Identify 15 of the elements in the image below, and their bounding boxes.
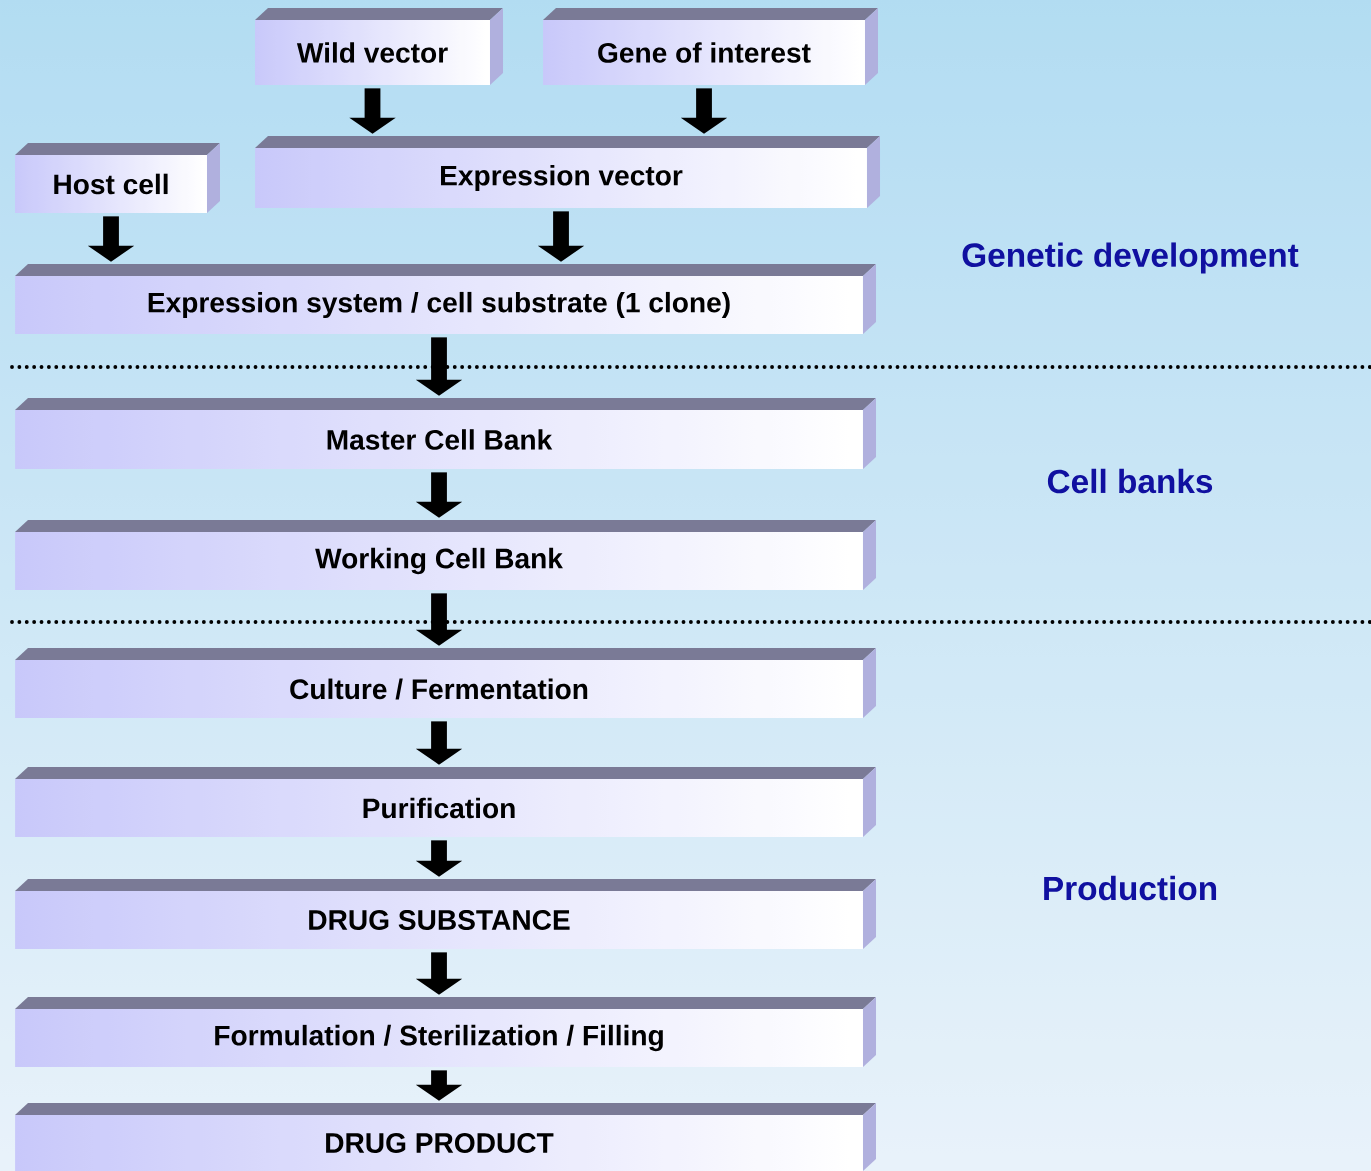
process-box: Expression vector — [255, 136, 880, 208]
process-box: Expression system / cell substrate (1 clone) — [15, 264, 876, 334]
process-box: Working Cell Bank — [15, 520, 876, 590]
process-box: DRUG SUBSTANCE — [15, 879, 876, 949]
process-box: Host cell — [15, 143, 220, 213]
section-label: Production — [1044, 875, 1217, 901]
process-box: Gene of interest — [543, 8, 878, 85]
section-label: Cell banks — [1047, 468, 1213, 494]
section-label: Genetic development — [962, 242, 1299, 274]
process-box: Purification — [15, 767, 876, 837]
process-box: Wild vector — [255, 8, 503, 85]
process-box: Formulation / Sterilization / Filling — [15, 997, 876, 1067]
process-box: Master Cell Bank — [15, 398, 876, 469]
process-box: DRUG PRODUCT — [15, 1103, 876, 1171]
process-box: Culture / Fermentation — [15, 648, 876, 718]
